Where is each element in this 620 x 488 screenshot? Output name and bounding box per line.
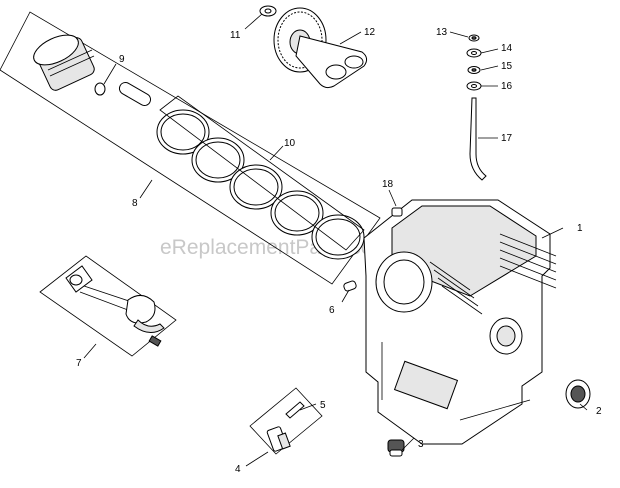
- oil-sensor-bracket-part[interactable]: [285, 401, 305, 419]
- callout-4: 4: [235, 464, 241, 475]
- callout-14: 14: [501, 43, 513, 54]
- callout-3: 3: [418, 439, 424, 450]
- callout-15: 15: [501, 61, 513, 72]
- oil-sensor-box: [249, 387, 323, 455]
- governor-nut-part[interactable]: [468, 34, 480, 42]
- callout-6: 6: [329, 305, 335, 316]
- callout-16: 16: [501, 81, 513, 92]
- callout-17: 17: [501, 133, 513, 144]
- governor-washer-part[interactable]: [466, 48, 482, 58]
- oil-seal-part[interactable]: [565, 379, 591, 409]
- crankcase-fitting-part[interactable]: [343, 280, 357, 292]
- callout-labels: 1 2 3 4 5 6 7 8 9 10 11 12 13 14 15 16 1…: [76, 27, 602, 475]
- oil-sensor-part[interactable]: [266, 426, 291, 452]
- connecting-rod-box: [39, 255, 177, 357]
- ring-set-box: [159, 95, 365, 251]
- callout-13: 13: [436, 27, 448, 38]
- piston-pin-part[interactable]: [117, 80, 152, 107]
- piston-ring-group-box: [0, 11, 381, 285]
- camshaft-part[interactable]: [295, 35, 368, 89]
- callout-1: 1: [577, 223, 583, 234]
- callout-5: 5: [320, 400, 326, 411]
- callout-8: 8: [132, 198, 138, 209]
- cam-washer-part[interactable]: [259, 5, 277, 17]
- callout-9: 9: [119, 54, 125, 65]
- callout-11: 11: [230, 30, 241, 41]
- piston-part[interactable]: [29, 29, 96, 92]
- callout-10: 10: [284, 138, 296, 149]
- callout-2: 2: [596, 406, 602, 417]
- governor-seal-part[interactable]: [467, 66, 481, 74]
- governor-bushing-part[interactable]: [466, 81, 482, 91]
- callout-7: 7: [76, 358, 82, 369]
- governor-shaft-part[interactable]: [469, 97, 487, 181]
- piston-pin-retainer-part[interactable]: [94, 82, 106, 96]
- leader-lines: [83, 13, 588, 467]
- callout-18: 18: [382, 179, 394, 190]
- dowel-pin-part[interactable]: [391, 207, 403, 217]
- callout-12: 12: [364, 27, 376, 38]
- crankcase-part[interactable]: [363, 199, 557, 445]
- connecting-rod-part[interactable]: [65, 265, 165, 347]
- drain-plug-part[interactable]: [387, 439, 405, 457]
